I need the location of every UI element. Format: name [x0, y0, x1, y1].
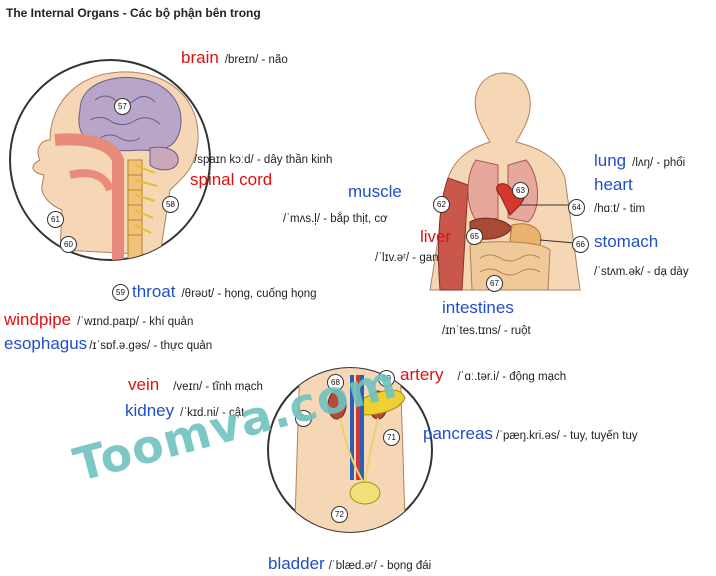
term-spinal-cord: spinal cord	[190, 170, 278, 190]
term-esophagus: esophagus/ɪˈsɒf.ə.gəs/ - thực quản	[4, 334, 212, 354]
term-liver-definition-row: /ˈlɪv.əʳ/ - gan	[375, 248, 439, 266]
term-artery-definition: /ˈɑː.tər.i/ - động mạch	[457, 371, 567, 383]
term-intestines-definition-row: /ɪnˈtes.tɪns/ - ruột	[442, 321, 531, 339]
term-brain: brain/breɪn/ - não	[181, 48, 288, 68]
page-title: The Internal Organs - Các bộ phận bên tr…	[6, 6, 261, 20]
term-heart-definition: /hɑːt/ - tim	[594, 203, 646, 215]
label-number-69: 69	[378, 370, 395, 387]
label-number-65: 65	[466, 228, 483, 245]
term-heart-definition-row: /hɑːt/ - tim	[594, 199, 645, 217]
term-throat: throat/θrəʊt/ - họng, cuống họng	[132, 282, 317, 302]
label-number-66: 66	[572, 236, 589, 253]
term-throat-word: throat	[132, 282, 176, 301]
term-windpipe-word: windpipe	[4, 310, 72, 329]
term-pancreas-definition: /ˈpæŋ.kri.əs/ - tuy, tuyến tuy	[495, 430, 638, 442]
term-muscle-definition: /ˈmʌs.l̩/ - bắp thịt, cơ	[283, 213, 388, 225]
term-lung-definition: /lʌŋ/ - phổi	[632, 157, 686, 169]
term-liver-word: liver	[420, 227, 452, 246]
term-bladder: bladder/ˈblæd.əʳ/ - bọng đái	[268, 554, 431, 574]
term-lung-word: lung	[594, 151, 627, 170]
term-stomach-definition: /ˈstʌm.ək/ - dạ dày	[594, 266, 689, 278]
term-heart-word: heart	[594, 175, 633, 194]
term-throat-definition: /θrəʊt/ - họng, cuống họng	[181, 288, 317, 300]
label-number-60: 60	[60, 236, 77, 253]
term-stomach-definition-row: /ˈstʌm.ək/ - dạ dày	[594, 262, 689, 280]
term-artery-word: artery	[400, 365, 444, 384]
label-number-62: 62	[433, 196, 450, 213]
term-kidney-word: kidney	[125, 401, 175, 420]
term-brain-definition: /breɪn/ - não	[224, 54, 288, 66]
term-pancreas: pancreas/ˈpæŋ.kri.əs/ - tuy, tuyến tuy	[423, 424, 638, 444]
term-stomach: stomach	[594, 232, 664, 252]
term-muscle: muscle	[348, 182, 408, 202]
term-pancreas-word: pancreas	[423, 424, 493, 443]
term-artery: artery/ˈɑː.tər.i/ - động mạch	[400, 365, 566, 385]
term-spinal-cord-word: spinal cord	[190, 170, 273, 189]
term-vein-definition: /veɪn/ - tĩnh mạch	[173, 381, 263, 393]
term-intestines-definition: /ɪnˈtes.tɪns/ - ruột	[442, 325, 531, 337]
label-number-61: 61	[47, 211, 64, 228]
term-windpipe-definition: /ˈwɪnd.paɪp/ - khí quản	[77, 316, 194, 328]
term-muscle-definition-row: /ˈmʌs.l̩/ - bắp thịt, cơ	[283, 209, 388, 227]
term-spinal-cord-definition: /spaɪn kɔːd/ - dây thần kinh	[194, 154, 333, 166]
term-bladder-definition: /ˈblæd.əʳ/ - bọng đái	[328, 560, 432, 572]
label-number-64: 64	[568, 199, 585, 216]
term-kidney-definition: /ˈkɪd.ni/ - cật	[180, 407, 245, 419]
term-brain-word: brain	[181, 48, 219, 67]
term-liver-definition: /ˈlɪv.əʳ/ - gan	[375, 252, 439, 264]
term-esophagus-definition: /ɪˈsɒf.ə.gəs/ - thực quản	[89, 340, 213, 352]
label-number-57: 57	[114, 98, 131, 115]
term-kidney: kidney/ˈkɪd.ni/ - cật	[125, 401, 244, 421]
term-muscle-word: muscle	[348, 182, 402, 201]
term-vein-word: vein	[128, 375, 160, 394]
label-number-70: 70	[295, 410, 312, 427]
term-intestines: intestines	[442, 298, 520, 318]
term-heart: heart	[594, 175, 639, 195]
term-liver: liver	[420, 227, 457, 247]
label-number-68: 68	[327, 374, 344, 391]
term-windpipe: windpipe/ˈwɪnd.paɪp/ - khí quản	[4, 310, 193, 330]
label-number-63: 63	[512, 182, 529, 199]
term-spinal-cord-definition-row: /spaɪn kɔːd/ - dây thần kinh	[194, 150, 332, 168]
term-vein: vein/veɪn/ - tĩnh mạch	[128, 375, 263, 395]
term-stomach-word: stomach	[594, 232, 659, 251]
label-number-71: 71	[383, 429, 400, 446]
label-number-67: 67	[486, 275, 503, 292]
label-number-59: 59	[112, 284, 129, 301]
label-number-58: 58	[162, 196, 179, 213]
term-bladder-word: bladder	[268, 554, 325, 573]
term-intestines-word: intestines	[442, 298, 514, 317]
term-lung: lung/lʌŋ/ - phổi	[594, 151, 685, 171]
label-number-72: 72	[331, 506, 348, 523]
term-esophagus-word: esophagus	[4, 334, 88, 353]
